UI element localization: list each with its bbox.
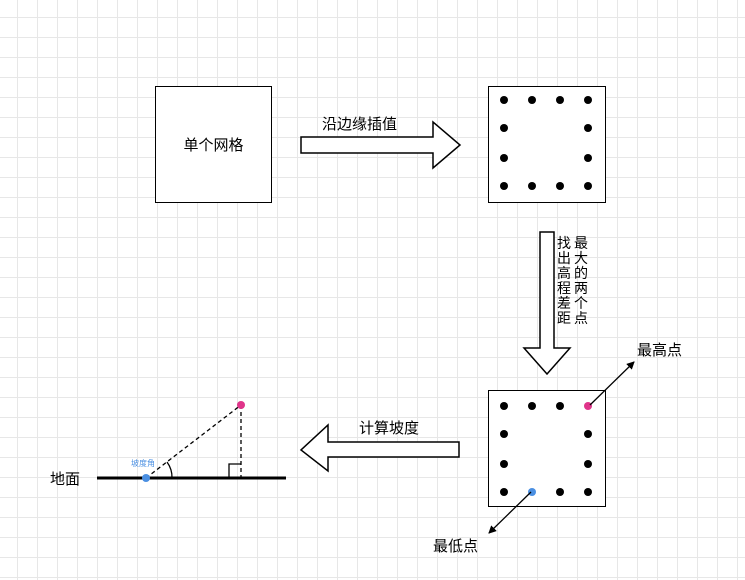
- lowest-point-dot: [528, 488, 536, 496]
- find-points-label-col2: 最大的两个点: [574, 236, 588, 327]
- edge-point: [500, 402, 508, 410]
- highest-pointer-arrow: [589, 361, 635, 406]
- edge-point: [556, 488, 564, 496]
- edge-point: [584, 182, 592, 190]
- slope-low-point: [142, 474, 150, 482]
- interpolate-label: 沿边缘插值: [322, 115, 398, 133]
- right-angle-marker: [228, 463, 241, 478]
- extreme-points-grid-box: [488, 390, 606, 507]
- edge-point: [584, 124, 592, 132]
- edge-point: [556, 402, 564, 410]
- edge-point: [500, 154, 508, 162]
- single-grid-box: [155, 86, 272, 203]
- lowest-pointer-arrow: [488, 491, 532, 534]
- edge-point: [500, 488, 508, 496]
- right-block-arrow: [300, 120, 462, 170]
- edge-point: [500, 182, 508, 190]
- compute-slope-label: 计算坡度: [359, 419, 420, 437]
- left-block-arrow: [299, 423, 460, 473]
- interpolated-grid-box: [488, 86, 606, 203]
- edge-point: [500, 96, 508, 104]
- highest-point-dot: [584, 402, 592, 410]
- edge-point: [584, 96, 592, 104]
- edge-point: [584, 460, 592, 468]
- edge-point: [556, 96, 564, 104]
- edge-point: [528, 182, 536, 190]
- highest-point-label: 最高点: [637, 341, 683, 359]
- ground-label: 地面: [50, 470, 81, 488]
- hypotenuse-dashed: [145, 404, 242, 479]
- edge-point: [528, 96, 536, 104]
- edge-point: [556, 182, 564, 190]
- down-block-arrow: [522, 231, 572, 376]
- angle-arc: [166, 461, 173, 479]
- edge-point: [584, 154, 592, 162]
- edge-point: [584, 488, 592, 496]
- edge-point: [528, 402, 536, 410]
- edge-point: [500, 430, 508, 438]
- lowest-point-label: 最低点: [433, 537, 479, 555]
- find-points-label-col1: 找出高程差距: [557, 236, 571, 327]
- edge-point: [500, 460, 508, 468]
- slope-angle-label: 坡度角: [131, 459, 155, 468]
- edge-point: [584, 430, 592, 438]
- edge-point: [500, 124, 508, 132]
- single-grid-label: 单个网格: [183, 136, 244, 154]
- slope-high-point: [237, 401, 245, 409]
